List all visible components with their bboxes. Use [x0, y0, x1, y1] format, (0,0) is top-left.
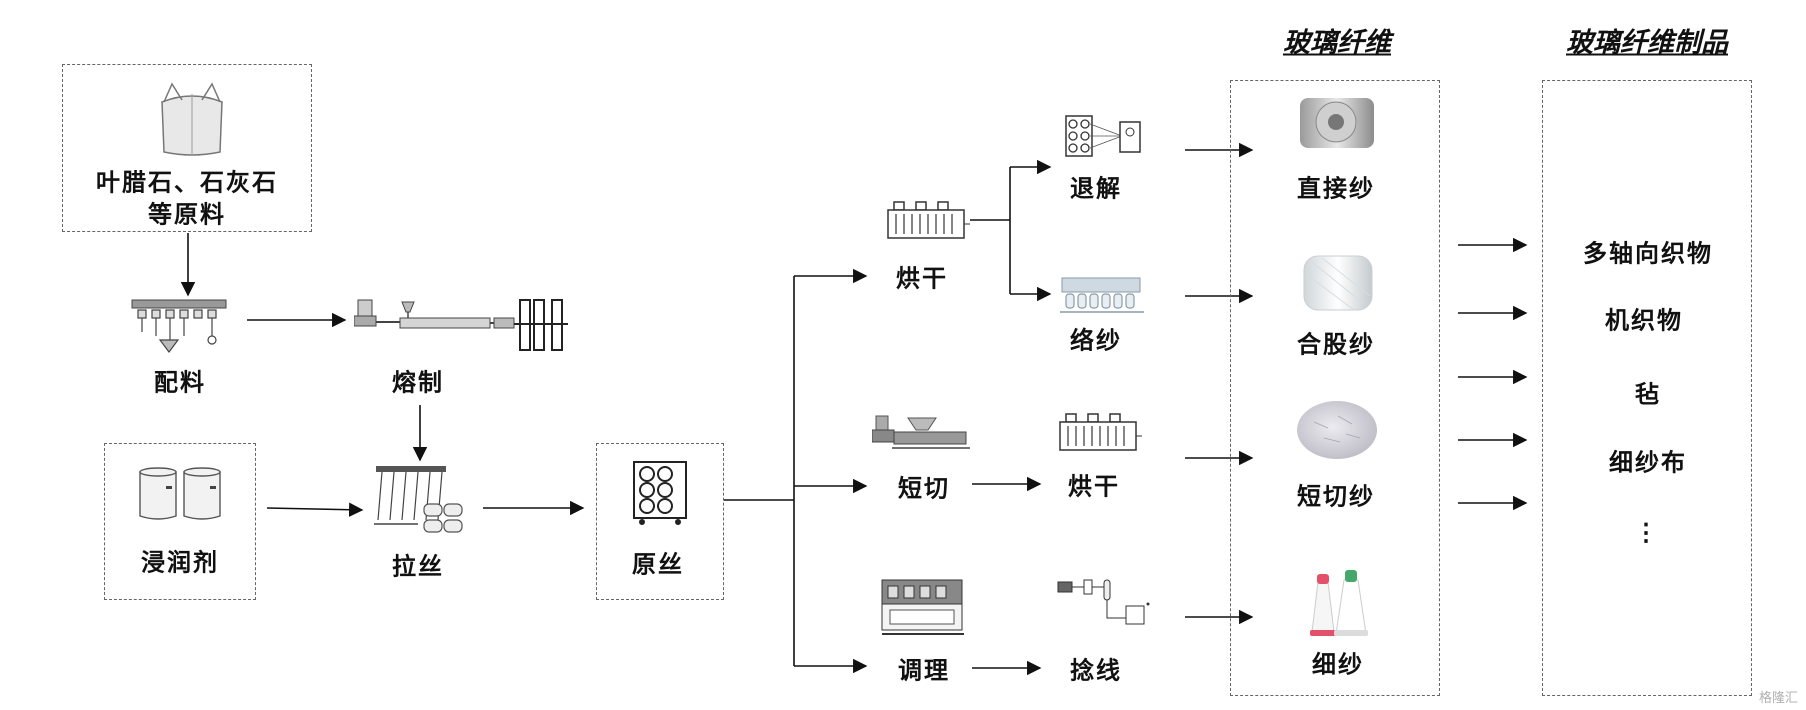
- strand-rack-icon: [633, 461, 687, 525]
- twisting-machine-icon: [1057, 579, 1150, 625]
- chopping-label: 短切: [898, 473, 950, 503]
- drawing-bushing-icon: [374, 466, 463, 533]
- raw-material-box: [62, 64, 312, 232]
- fiber-label-3: 短切纱: [1297, 481, 1375, 511]
- sizing-agent-label: 浸润剂: [141, 547, 219, 577]
- product-label-4: 细纱布: [1609, 447, 1687, 477]
- winding-machine-icon: [1060, 277, 1144, 313]
- twisting-label: 捻线: [1070, 655, 1122, 685]
- header-glass-fiber: 玻璃纤维: [1283, 27, 1391, 59]
- fiber-products-box: [1542, 80, 1752, 696]
- product-label-1: 多轴向织物: [1583, 238, 1713, 268]
- drying-mid-label: 烘干: [1068, 471, 1120, 501]
- dryer-icon-top: [887, 201, 970, 239]
- bulk-bag-icon: [161, 82, 223, 156]
- fine-yarn-icon: [1310, 570, 1368, 636]
- chopped-strand-icon: [1297, 401, 1377, 459]
- dryer-icon-mid: [1059, 413, 1142, 451]
- drying-top-label: 烘干: [896, 263, 948, 293]
- product-label-2: 机织物: [1605, 305, 1683, 335]
- raw-strand-box: [596, 443, 724, 600]
- raw-strand-label: 原丝: [632, 549, 684, 579]
- unwinding-creel-icon: [1065, 115, 1141, 157]
- assembled-roving-icon: [1303, 255, 1373, 311]
- winding-label: 络纱: [1070, 325, 1122, 355]
- furnace-icon: [354, 299, 568, 351]
- raw-material-label-line2: 等原料: [148, 199, 226, 229]
- product-label-3: 毡: [1635, 379, 1661, 409]
- fiber-label-4: 细纱: [1312, 649, 1364, 679]
- glass-fiber-box: [1230, 80, 1440, 696]
- fiber-label-2: 合股纱: [1297, 329, 1375, 359]
- raw-material-label-line1: 叶腊石、石灰石: [96, 167, 278, 197]
- watermark: 格隆汇: [1758, 691, 1798, 706]
- sizing-barrels-icon: [139, 467, 221, 520]
- sizing-agent-box: [104, 443, 256, 600]
- batching-machine-icon: [131, 299, 227, 353]
- melting-label: 熔制: [392, 367, 444, 397]
- conditioning-chamber-icon: [881, 579, 964, 635]
- fiber-label-1: 直接纱: [1297, 173, 1375, 203]
- arrow-sizing-to-drawing: [266, 502, 364, 517]
- batching-label: 配料: [154, 367, 206, 397]
- conditioning-label: 调理: [898, 655, 950, 685]
- drawing-label: 拉丝: [392, 551, 444, 581]
- header-fiber-products: 玻璃纤维制品: [1566, 27, 1728, 59]
- product-label-5: ⋮: [1634, 517, 1660, 547]
- direct-roving-icon: [1300, 98, 1374, 148]
- unwinding-label: 退解: [1070, 173, 1122, 203]
- chopper-icon: [872, 415, 970, 449]
